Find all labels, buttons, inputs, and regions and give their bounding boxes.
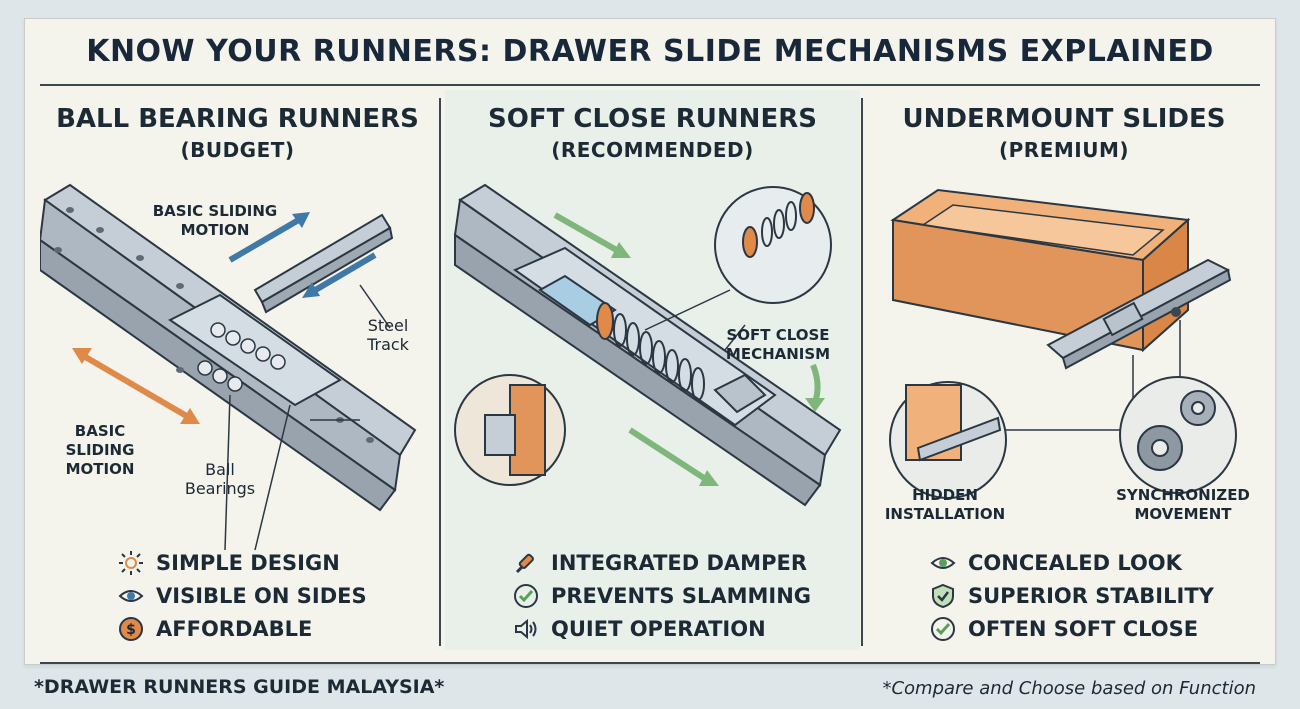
eye-icon <box>118 583 144 609</box>
sun-icon <box>118 550 144 576</box>
eye-icon <box>930 550 956 576</box>
undermount-illustration <box>889 188 1237 499</box>
callout-soft-close-mechanism: SOFT CLOSE MECHANISM <box>725 326 831 363</box>
feature-item: OFTEN SOFT CLOSE <box>930 616 1198 642</box>
callout-sliding-top: BASIC SLIDING MOTION <box>152 202 278 239</box>
check-circle-icon <box>930 616 956 642</box>
ball-bearing-illustration <box>40 183 417 551</box>
svg-text:$: $ <box>126 622 136 638</box>
panel-heading: SOFT CLOSE RUNNERS <box>488 104 817 134</box>
callout-steel-track: Steel Track <box>367 316 409 354</box>
ball-bearing-panel: BALL BEARING RUNNERS (BUDGET) <box>40 90 435 650</box>
feature-item: QUIET OPERATION <box>513 616 766 642</box>
feature-label: INTEGRATED DAMPER <box>551 551 807 575</box>
undermount-panel: UNDERMOUNT SLIDES (PREMIUM) HIDDEN INSTA… <box>868 90 1260 650</box>
feature-label: VISIBLE ON SIDES <box>156 584 367 608</box>
footer-guide-label: *DRAWER RUNNERS GUIDE MALAYSIA* <box>34 676 445 698</box>
footer-divider <box>40 662 1260 664</box>
callout-ball-bearings: Ball Bearings <box>184 460 256 498</box>
feature-item: SIMPLE DESIGN <box>118 550 340 576</box>
feature-label: AFFORDABLE <box>156 617 313 641</box>
panel-tier: (PREMIUM) <box>999 138 1129 162</box>
panel-tier: (BUDGET) <box>180 138 295 162</box>
title-divider <box>40 84 1260 86</box>
feature-label: QUIET OPERATION <box>551 617 766 641</box>
column-divider <box>439 98 441 646</box>
feature-item: CONCEALED LOOK <box>930 550 1182 576</box>
feature-item: INTEGRATED DAMPER <box>513 550 807 576</box>
speaker-icon <box>513 616 539 642</box>
callout-sliding-left: BASIC SLIDING MOTION <box>65 422 135 478</box>
panel-tier: (RECOMMENDED) <box>551 138 754 162</box>
panel-heading: UNDERMOUNT SLIDES <box>902 104 1226 134</box>
feature-label: OFTEN SOFT CLOSE <box>968 617 1199 641</box>
feature-label: CONCEALED LOOK <box>968 551 1182 575</box>
column-divider <box>861 98 863 646</box>
feature-item: $ AFFORDABLE <box>118 616 312 642</box>
feature-label: SUPERIOR STABILITY <box>968 584 1214 608</box>
soft-close-illustration <box>453 183 842 507</box>
dollar-coin-icon: $ <box>118 616 144 642</box>
feature-label: PREVENTS SLAMMING <box>551 584 812 608</box>
soft-close-panel: SOFT CLOSE RUNNERS (RECOMMENDED) <box>445 90 860 650</box>
feature-item: SUPERIOR STABILITY <box>930 583 1214 609</box>
check-circle-icon <box>513 583 539 609</box>
damper-icon <box>513 550 539 576</box>
feature-item: VISIBLE ON SIDES <box>118 583 367 609</box>
shield-check-icon <box>930 583 956 609</box>
footer-note: *Compare and Choose based on Function <box>882 678 1256 699</box>
panel-heading: BALL BEARING RUNNERS <box>56 104 419 134</box>
feature-item: PREVENTS SLAMMING <box>513 583 811 609</box>
callout-hidden-installation: HIDDEN INSTALLATION <box>884 486 1006 523</box>
page-title: KNOW YOUR RUNNERS: DRAWER SLIDE MECHANIS… <box>86 34 1214 69</box>
callout-synchronized-movement: SYNCHRONIZED MOVEMENT <box>1116 486 1250 523</box>
feature-label: SIMPLE DESIGN <box>156 551 340 575</box>
